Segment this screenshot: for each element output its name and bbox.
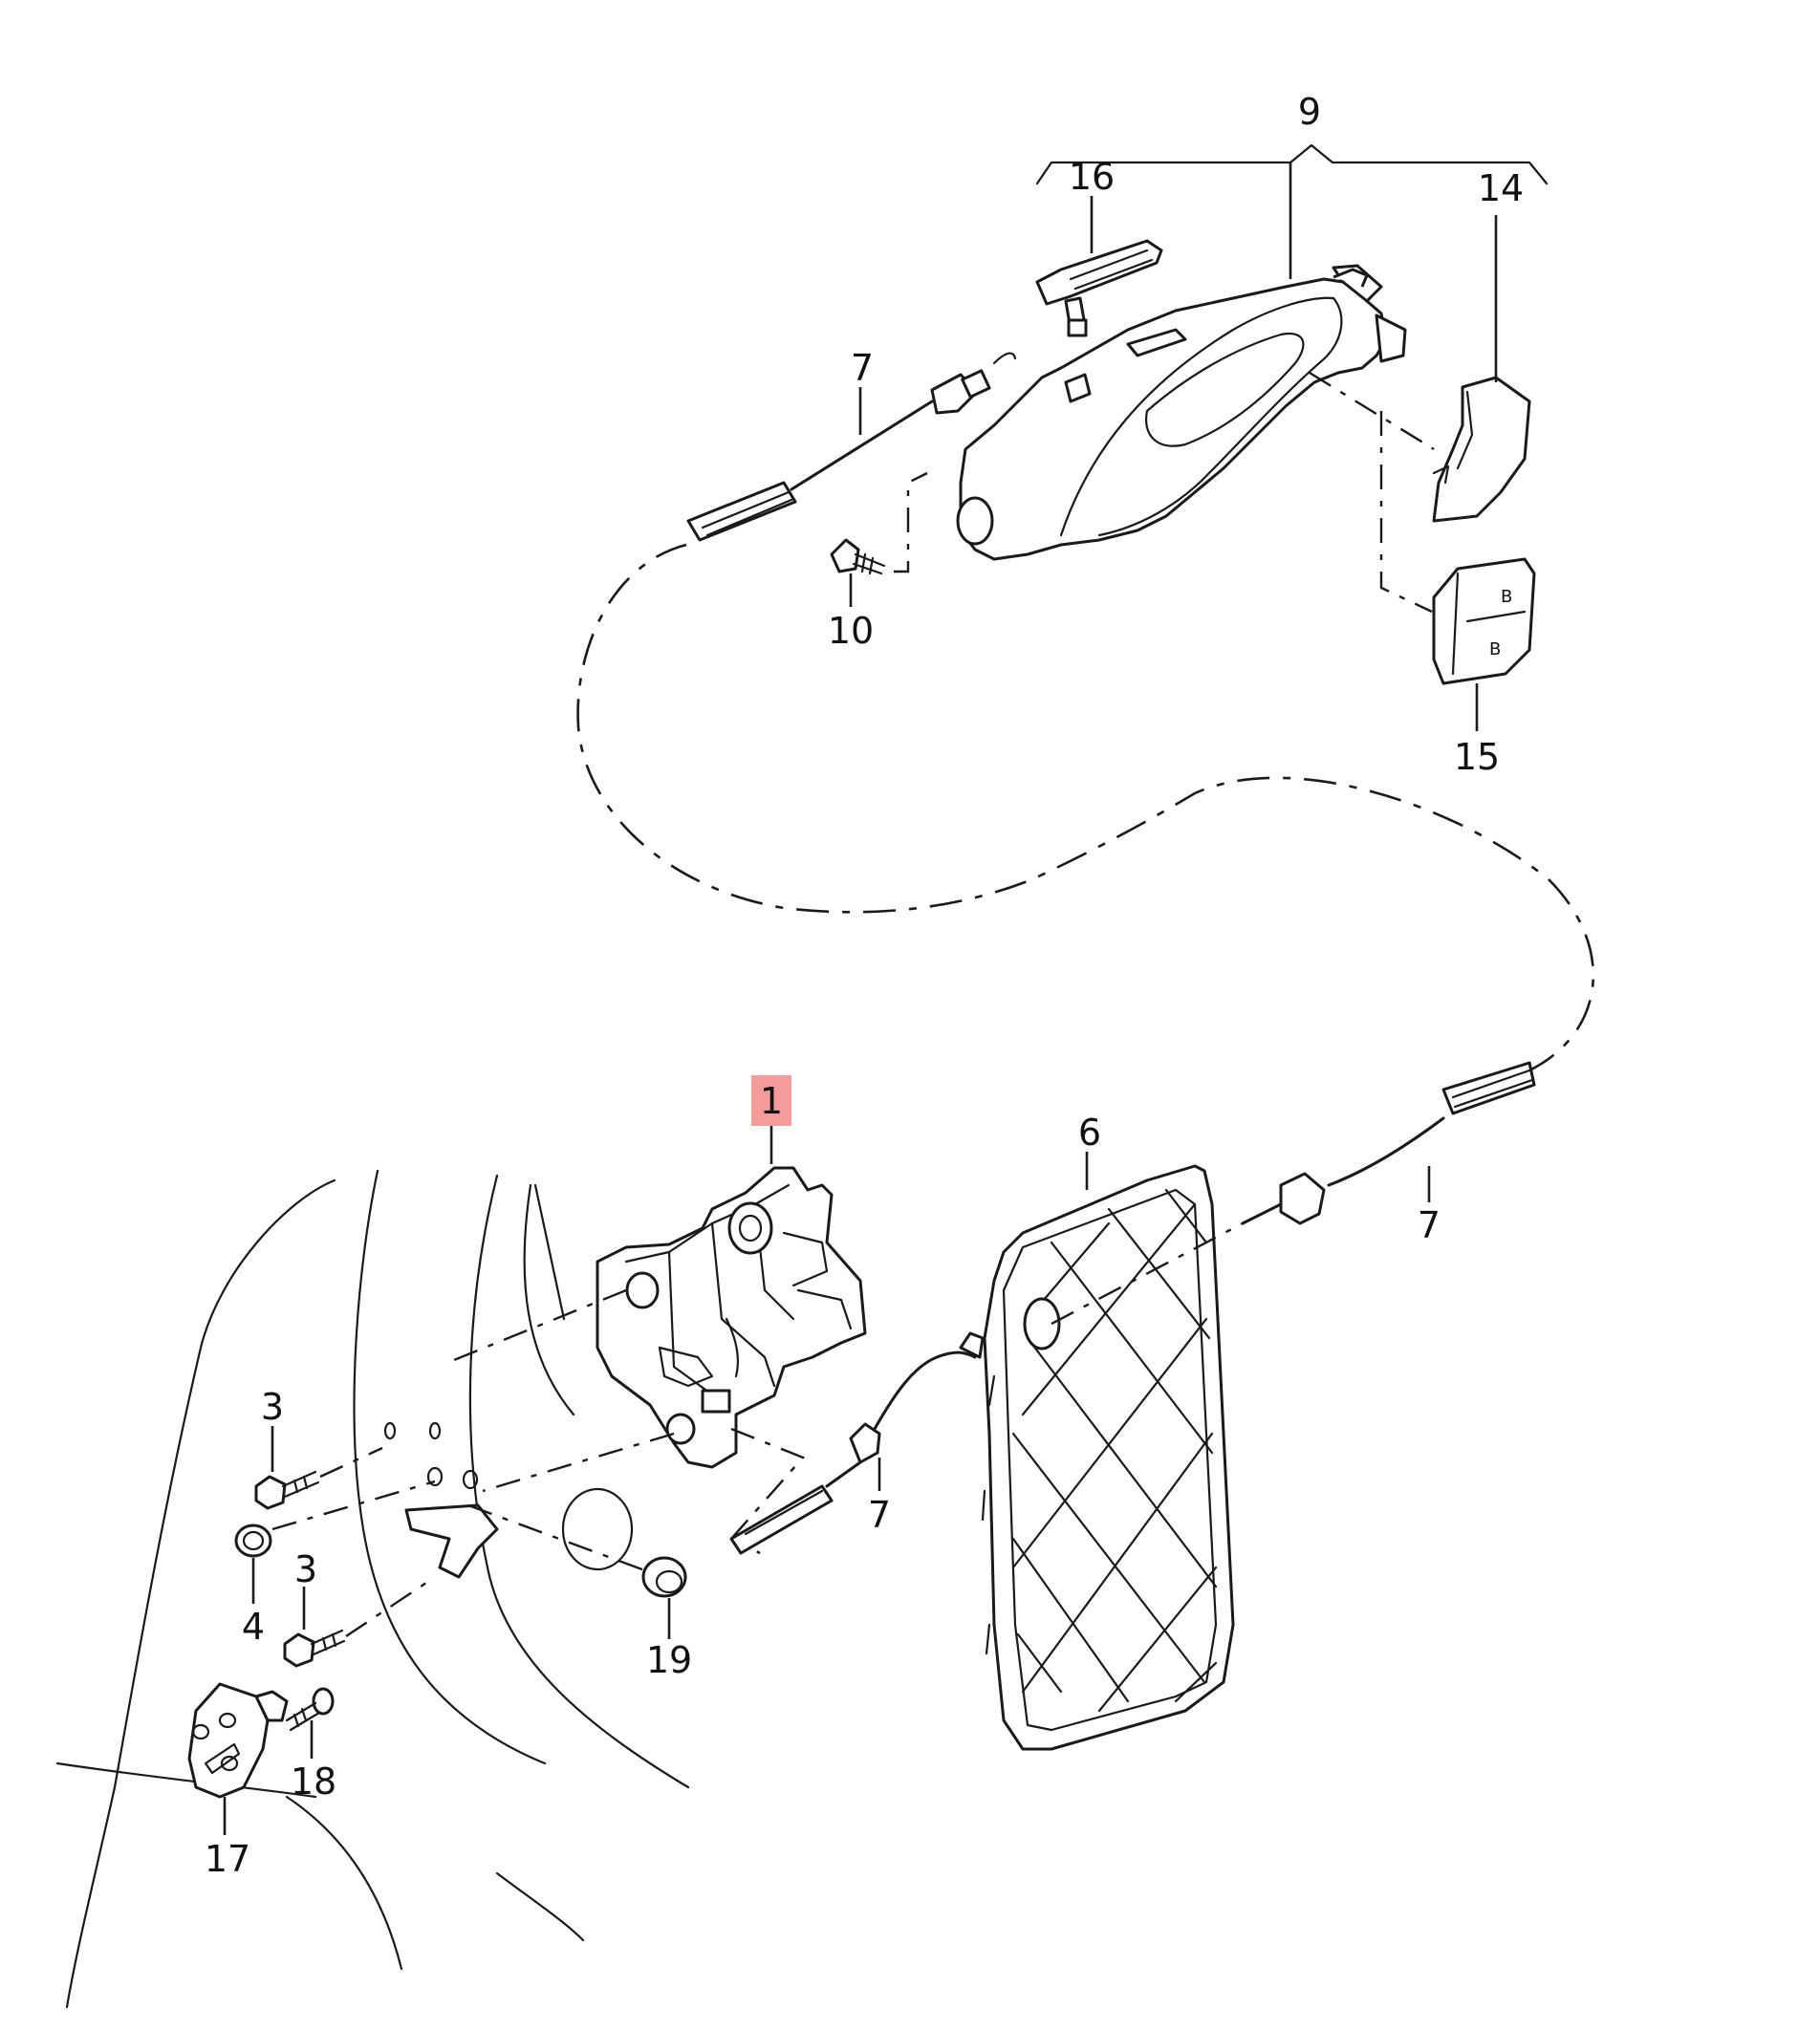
callout-7-outer[interactable]: 7 xyxy=(1418,1204,1441,1246)
callout-19[interactable]: 19 xyxy=(646,1639,692,1681)
plug-part-19 xyxy=(641,1556,687,1598)
plug-part-4 xyxy=(234,1523,272,1558)
callout-4[interactable]: 4 xyxy=(242,1606,265,1648)
dash-screw-to-carrier xyxy=(894,471,928,573)
carrier-boss xyxy=(956,496,994,546)
dash-handle-to-14 xyxy=(1309,371,1435,451)
lock-cylinder-cap-part-14 xyxy=(1432,376,1531,523)
striker-plate-part-17 xyxy=(187,1682,289,1799)
trim-insert-part-16 xyxy=(1035,239,1163,337)
door-handle-assembly: B B xyxy=(686,143,1549,731)
callout-3-lower[interactable]: 3 xyxy=(294,1548,317,1590)
dash-handle-to-15 xyxy=(1379,411,1433,614)
button-cover-part-15: B B xyxy=(1432,557,1536,685)
callout-17[interactable]: 17 xyxy=(205,1838,250,1880)
callout-16[interactable]: 16 xyxy=(1069,156,1115,198)
dash-panel-to-cable xyxy=(1051,1221,1244,1326)
carrier-clip xyxy=(1332,268,1369,288)
screw-part-3-upper xyxy=(254,1470,320,1510)
interior-panel-part-6 xyxy=(981,1164,1235,1751)
handle-carrier-inner xyxy=(1059,296,1343,537)
callout-7-inner[interactable]: 7 xyxy=(868,1494,891,1536)
screw-part-10 xyxy=(830,538,886,575)
handle-recess xyxy=(1144,332,1305,447)
handle-carrier xyxy=(959,277,1388,561)
callout-18[interactable]: 18 xyxy=(291,1761,336,1803)
group-bracket xyxy=(1035,143,1549,185)
callout-15[interactable]: 15 xyxy=(1454,736,1500,778)
carrier-end xyxy=(1375,313,1407,363)
callout-3-upper[interactable]: 3 xyxy=(261,1386,284,1428)
dash-lock-to-door-lower xyxy=(482,1432,675,1493)
callout-6[interactable]: 6 xyxy=(1078,1112,1101,1154)
callout-1[interactable]: 1 xyxy=(760,1080,783,1122)
door-shell-outline xyxy=(55,1169,690,2009)
dash-lock-to-door-upper xyxy=(448,1288,627,1364)
highlight-box-part-1 xyxy=(751,1075,791,1126)
carrier-rib xyxy=(1126,328,1187,357)
dash-screw3-lower xyxy=(345,1576,436,1637)
key-symbol-lower: B xyxy=(1489,639,1501,659)
bowden-cable-top-part-7 xyxy=(686,352,1017,542)
carrier-lug xyxy=(1064,373,1092,403)
screw-part-3-lower xyxy=(283,1629,346,1668)
door-lock-part-1 xyxy=(596,1166,867,1469)
callout-10[interactable]: 10 xyxy=(828,610,874,652)
screw-part-18 xyxy=(285,1687,335,1732)
dash-plug19 xyxy=(467,1503,651,1574)
dash-screw3-upper xyxy=(319,1446,383,1479)
cable-route-dashed xyxy=(576,543,1595,1072)
callout-9[interactable]: 9 xyxy=(1298,91,1321,133)
callout-14[interactable]: 14 xyxy=(1478,167,1524,209)
bowden-cable-outer-part-7 xyxy=(1241,1061,1536,1225)
callout-7-top[interactable]: 7 xyxy=(851,347,874,389)
bowden-cable-inner-part-7 xyxy=(729,1331,985,1555)
key-symbol-upper: B xyxy=(1501,587,1512,607)
